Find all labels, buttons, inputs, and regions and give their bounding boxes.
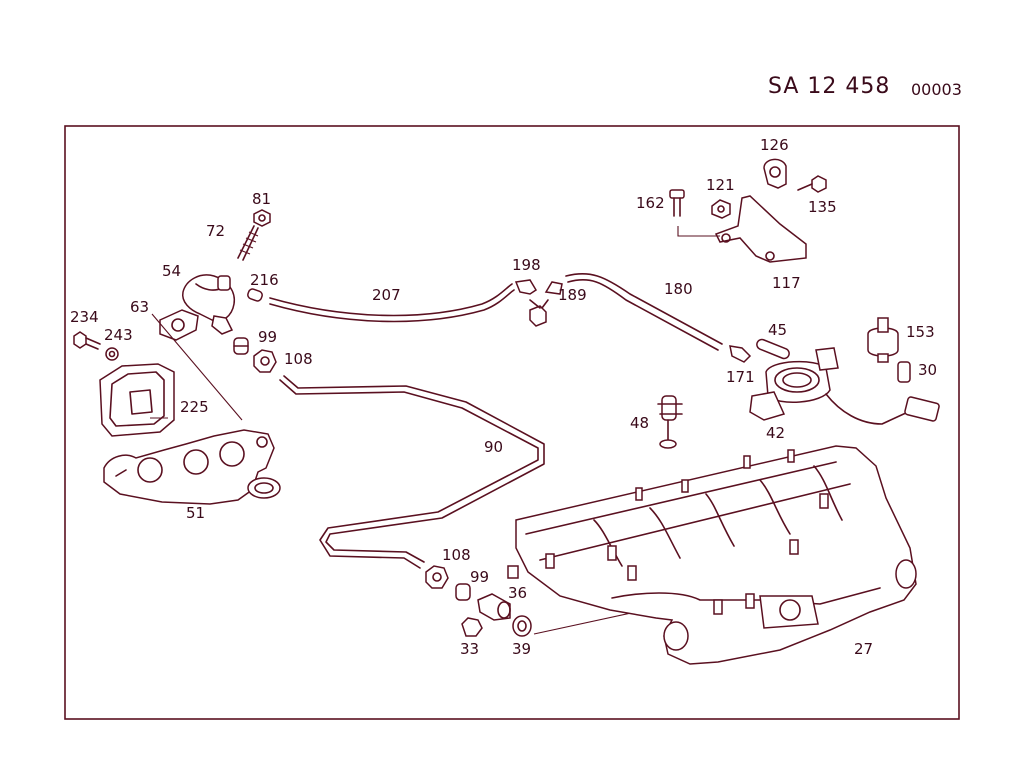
diagram-frame xyxy=(64,125,960,720)
callout-90: 90 xyxy=(484,438,503,456)
callout-162: 162 xyxy=(636,194,665,212)
callout-45: 45 xyxy=(768,321,787,339)
callout-189: 189 xyxy=(558,286,587,304)
sleeve-30 xyxy=(897,361,911,383)
union-nut-lower xyxy=(425,565,449,589)
hose-clamp-small xyxy=(247,288,263,302)
plug-33 xyxy=(461,617,483,637)
bolt-135 xyxy=(797,175,827,193)
bracket-117 xyxy=(714,195,807,263)
heat-shield xyxy=(99,363,175,437)
callout-117: 117 xyxy=(772,274,801,292)
callout-126: 126 xyxy=(760,136,789,154)
callout-99-lower: 99 xyxy=(470,568,489,586)
exhaust-manifold xyxy=(103,429,281,505)
callout-51: 51 xyxy=(186,504,205,522)
callout-225: 225 xyxy=(180,398,209,416)
washer xyxy=(105,347,119,361)
throttle-body-42 xyxy=(749,347,940,425)
callout-48: 48 xyxy=(630,414,649,432)
callout-108-upper: 108 xyxy=(284,350,313,368)
pipe-90 xyxy=(279,379,539,569)
callout-216: 216 xyxy=(250,271,279,289)
callout-33: 33 xyxy=(460,640,479,658)
document-number: 00003 xyxy=(911,80,962,99)
hose-180 xyxy=(565,272,723,345)
callout-36: 36 xyxy=(508,584,527,602)
hose-207 xyxy=(269,283,513,317)
callout-81: 81 xyxy=(252,190,271,208)
nut-121 xyxy=(711,199,731,219)
callout-39: 39 xyxy=(512,640,531,658)
document-code: SA 12 458 xyxy=(768,74,891,99)
callout-243: 243 xyxy=(104,326,133,344)
callout-42: 42 xyxy=(766,424,785,442)
gasket xyxy=(159,309,199,341)
screw-connection-36 xyxy=(477,593,511,621)
union-nut-upper xyxy=(253,349,277,373)
egr-valve xyxy=(181,274,236,335)
intake-manifold xyxy=(507,445,917,665)
callout-99-upper: 99 xyxy=(258,328,277,346)
callout-30: 30 xyxy=(918,361,937,379)
connector-171 xyxy=(729,345,752,363)
stud-bolt xyxy=(237,225,259,261)
fitting-upper xyxy=(233,337,249,355)
callout-63: 63 xyxy=(130,298,149,316)
damper-153 xyxy=(867,317,899,363)
vacuum-tee xyxy=(529,299,549,327)
callout-121: 121 xyxy=(706,176,735,194)
sleeve-45 xyxy=(756,338,790,360)
nut xyxy=(253,209,271,227)
callout-54: 54 xyxy=(162,262,181,280)
callout-72: 72 xyxy=(206,222,225,240)
callout-207: 207 xyxy=(372,286,401,304)
callout-108-lower: 108 xyxy=(442,546,471,564)
elbow-189 xyxy=(544,281,563,295)
callout-135: 135 xyxy=(808,198,837,216)
injector-48 xyxy=(657,395,683,449)
fitting-lower xyxy=(455,583,471,601)
bolt xyxy=(73,331,101,350)
callout-180: 180 xyxy=(664,280,693,298)
callout-171: 171 xyxy=(726,368,755,386)
callout-153: 153 xyxy=(906,323,935,341)
sealing-ring-39 xyxy=(512,615,532,637)
callout-198: 198 xyxy=(512,256,541,274)
elbow-198 xyxy=(514,279,538,295)
callout-234: 234 xyxy=(70,308,99,326)
bolt-162 xyxy=(669,189,685,217)
callout-27: 27 xyxy=(854,640,873,658)
clip-126 xyxy=(763,158,787,189)
